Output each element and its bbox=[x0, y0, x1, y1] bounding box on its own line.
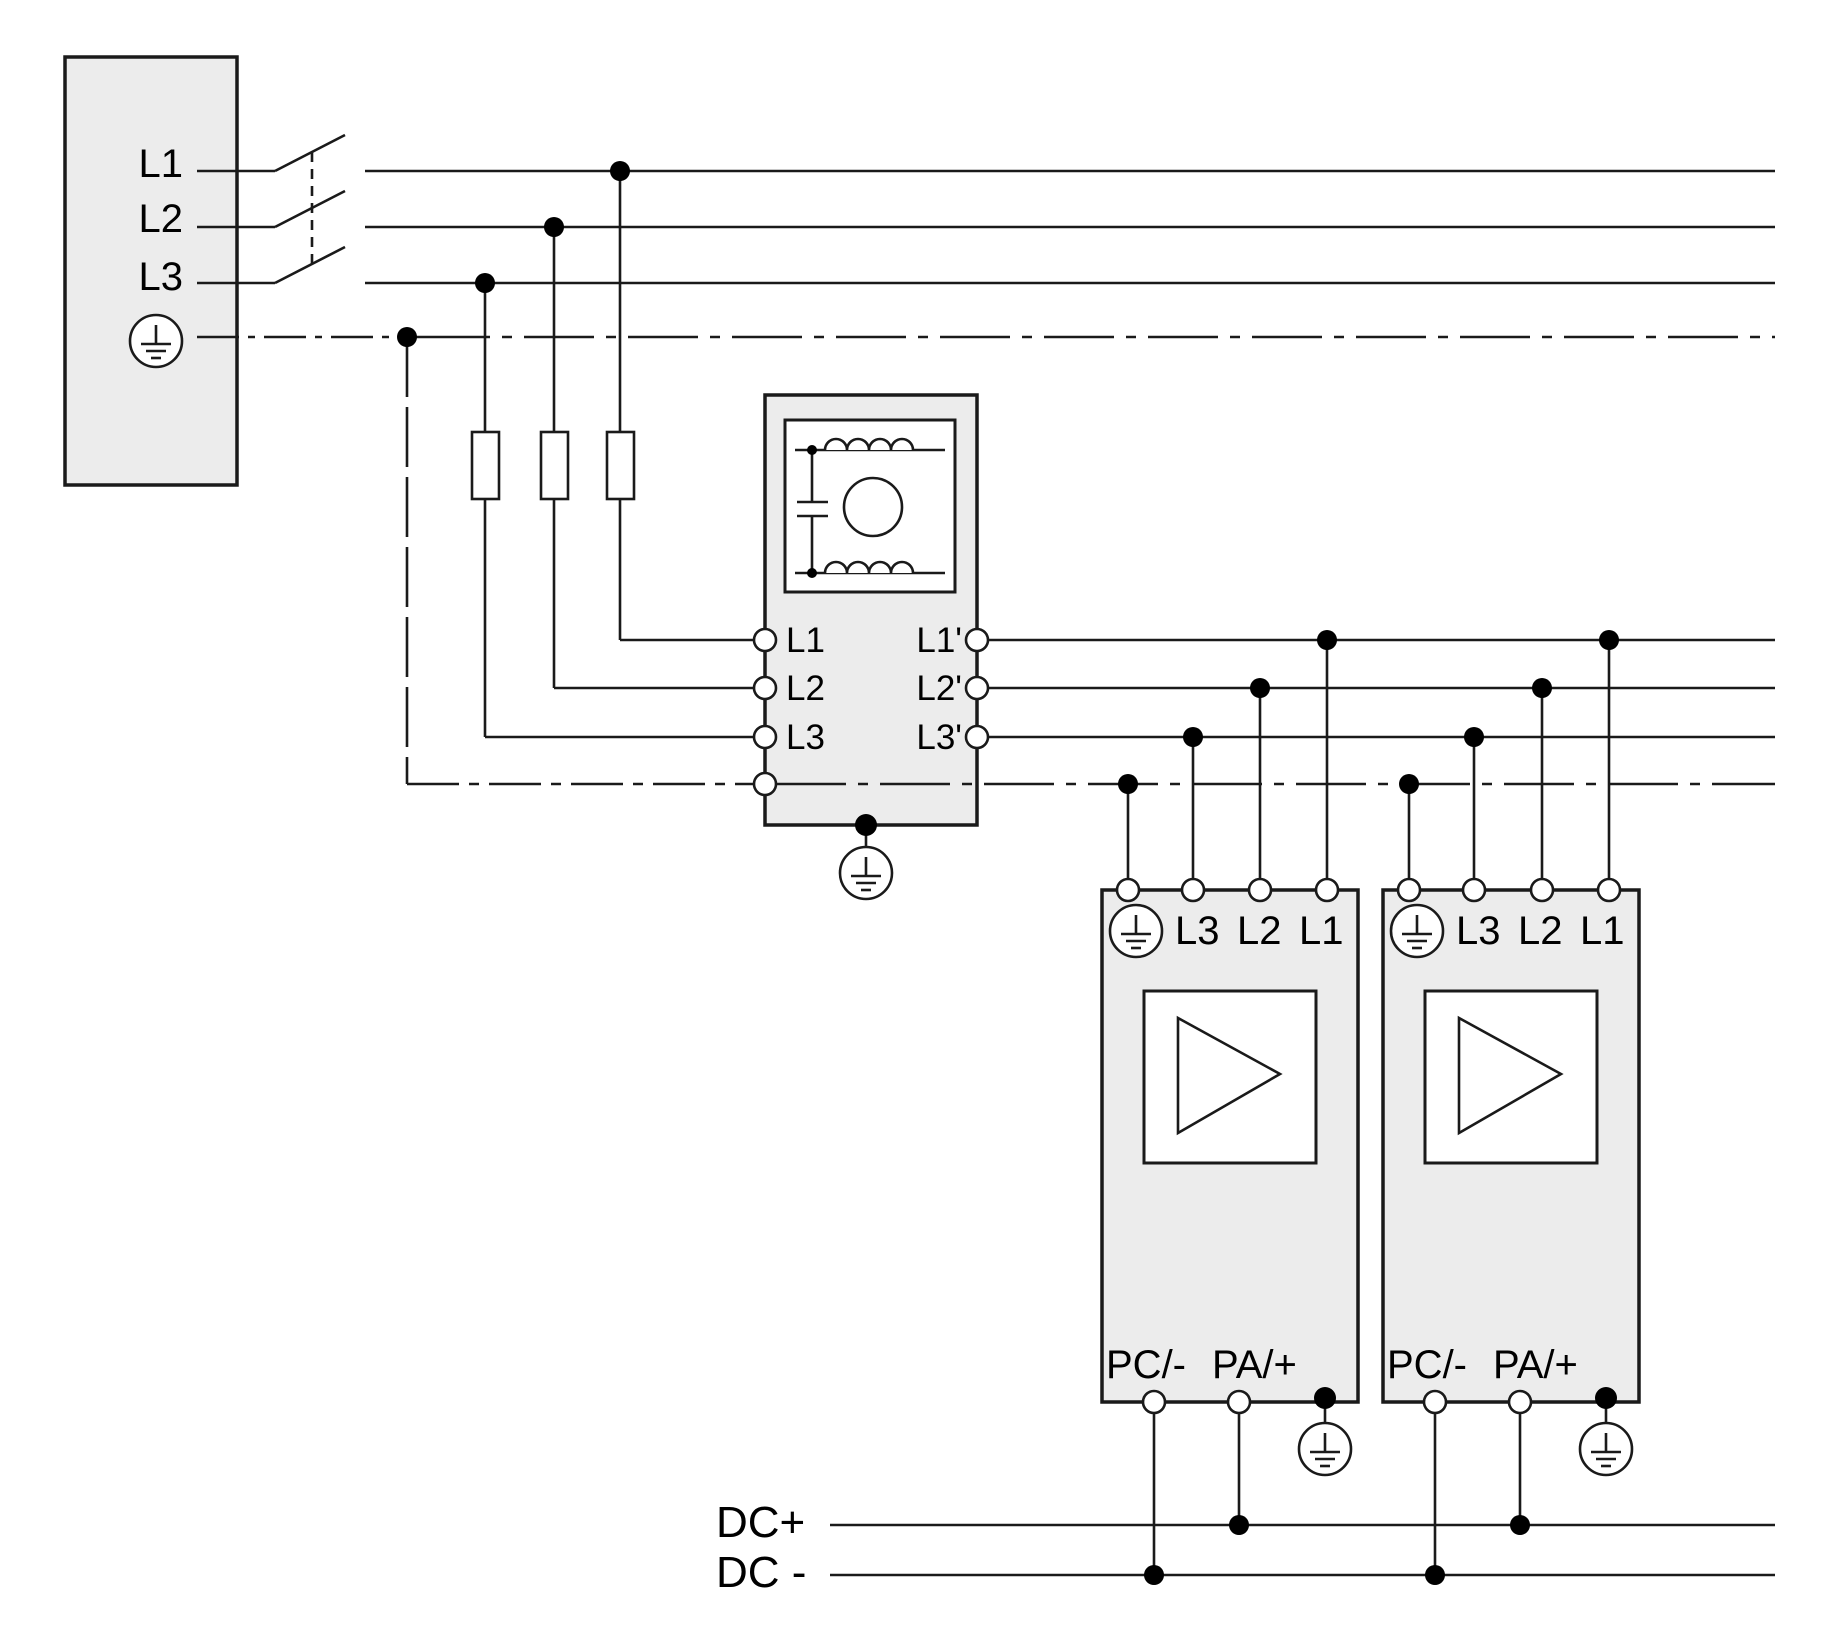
filter-terminal-pe bbox=[752, 771, 778, 797]
drive-2-label-pa: PA/+ bbox=[1493, 1343, 1578, 1387]
drive-1: L3 L2 L1 PC/- PA/+ bbox=[1100, 630, 1360, 1575]
filter-feed bbox=[397, 161, 765, 786]
drive-2-label-l1: L1 bbox=[1580, 909, 1625, 953]
drive-2-label-l2: L2 bbox=[1518, 909, 1563, 953]
drive-1-ground-icon bbox=[1297, 1421, 1353, 1477]
filter-out-l1: L1' bbox=[916, 621, 962, 660]
drive-1-pe-icon bbox=[1108, 903, 1164, 959]
drive-2-label-l3: L3 bbox=[1456, 909, 1501, 953]
drive-2-amplifier-icon bbox=[1457, 1015, 1564, 1136]
filter-out-l3: L3' bbox=[916, 718, 962, 757]
filter-terminal-l1 bbox=[752, 627, 778, 653]
drive-2-terminal-pa bbox=[1507, 1389, 1533, 1415]
drive-2-ground-icon bbox=[1578, 1421, 1634, 1477]
drive-2-terminal-pc bbox=[1422, 1389, 1448, 1415]
filter-symbol-icon bbox=[795, 437, 945, 575]
filter-in-l2: L2 bbox=[786, 669, 825, 708]
main-switch bbox=[197, 133, 420, 339]
filter-terminal-l3-out bbox=[964, 724, 990, 750]
drive-1-terminal-pc bbox=[1141, 1389, 1167, 1415]
drive-1-label-pa: PA/+ bbox=[1212, 1343, 1297, 1387]
supply-label-l3: L3 bbox=[139, 255, 184, 299]
filter-terminal-l2 bbox=[752, 675, 778, 701]
filter-in-l1: L1 bbox=[786, 621, 825, 660]
mains-supply-box: L1 L2 L3 bbox=[63, 55, 239, 487]
drive-2-label-pc: PC/- bbox=[1387, 1343, 1467, 1387]
drive-1-amplifier-icon bbox=[1176, 1015, 1283, 1136]
fuse-l1 bbox=[605, 430, 636, 501]
fuse-l2 bbox=[539, 430, 570, 501]
filter-out-l2: L2' bbox=[916, 669, 962, 708]
dc-bus: DC+ DC - bbox=[716, 1498, 1775, 1597]
supply-label-l1: L1 bbox=[139, 142, 184, 186]
drive-1-label-l3: L3 bbox=[1175, 909, 1220, 953]
supply-label-l2: L2 bbox=[139, 197, 184, 241]
drive-1-terminal-pa bbox=[1226, 1389, 1252, 1415]
mains-bus bbox=[365, 169, 1775, 339]
line-filter-box: L1 L2 L3 L1' L2' L3' bbox=[752, 393, 990, 901]
fuse-l3 bbox=[470, 430, 501, 501]
drive-2: L3 L2 L1 PC/- PA/+ bbox=[1381, 630, 1641, 1575]
filter-in-l3: L3 bbox=[786, 718, 825, 757]
filter-terminal-l2-out bbox=[964, 675, 990, 701]
drive-1-label-l2: L2 bbox=[1237, 909, 1282, 953]
drive-1-label-pc: PC/- bbox=[1106, 1343, 1186, 1387]
filter-terminal-l1-out bbox=[964, 627, 990, 653]
dc-minus-label: DC - bbox=[716, 1548, 806, 1597]
drive-2-pe-icon bbox=[1389, 903, 1445, 959]
dc-plus-label: DC+ bbox=[716, 1498, 805, 1547]
drive-1-label-l1: L1 bbox=[1299, 909, 1344, 953]
filter-ground-icon bbox=[838, 845, 894, 901]
filter-terminal-l3 bbox=[752, 724, 778, 750]
supply-ground-icon bbox=[128, 313, 184, 369]
